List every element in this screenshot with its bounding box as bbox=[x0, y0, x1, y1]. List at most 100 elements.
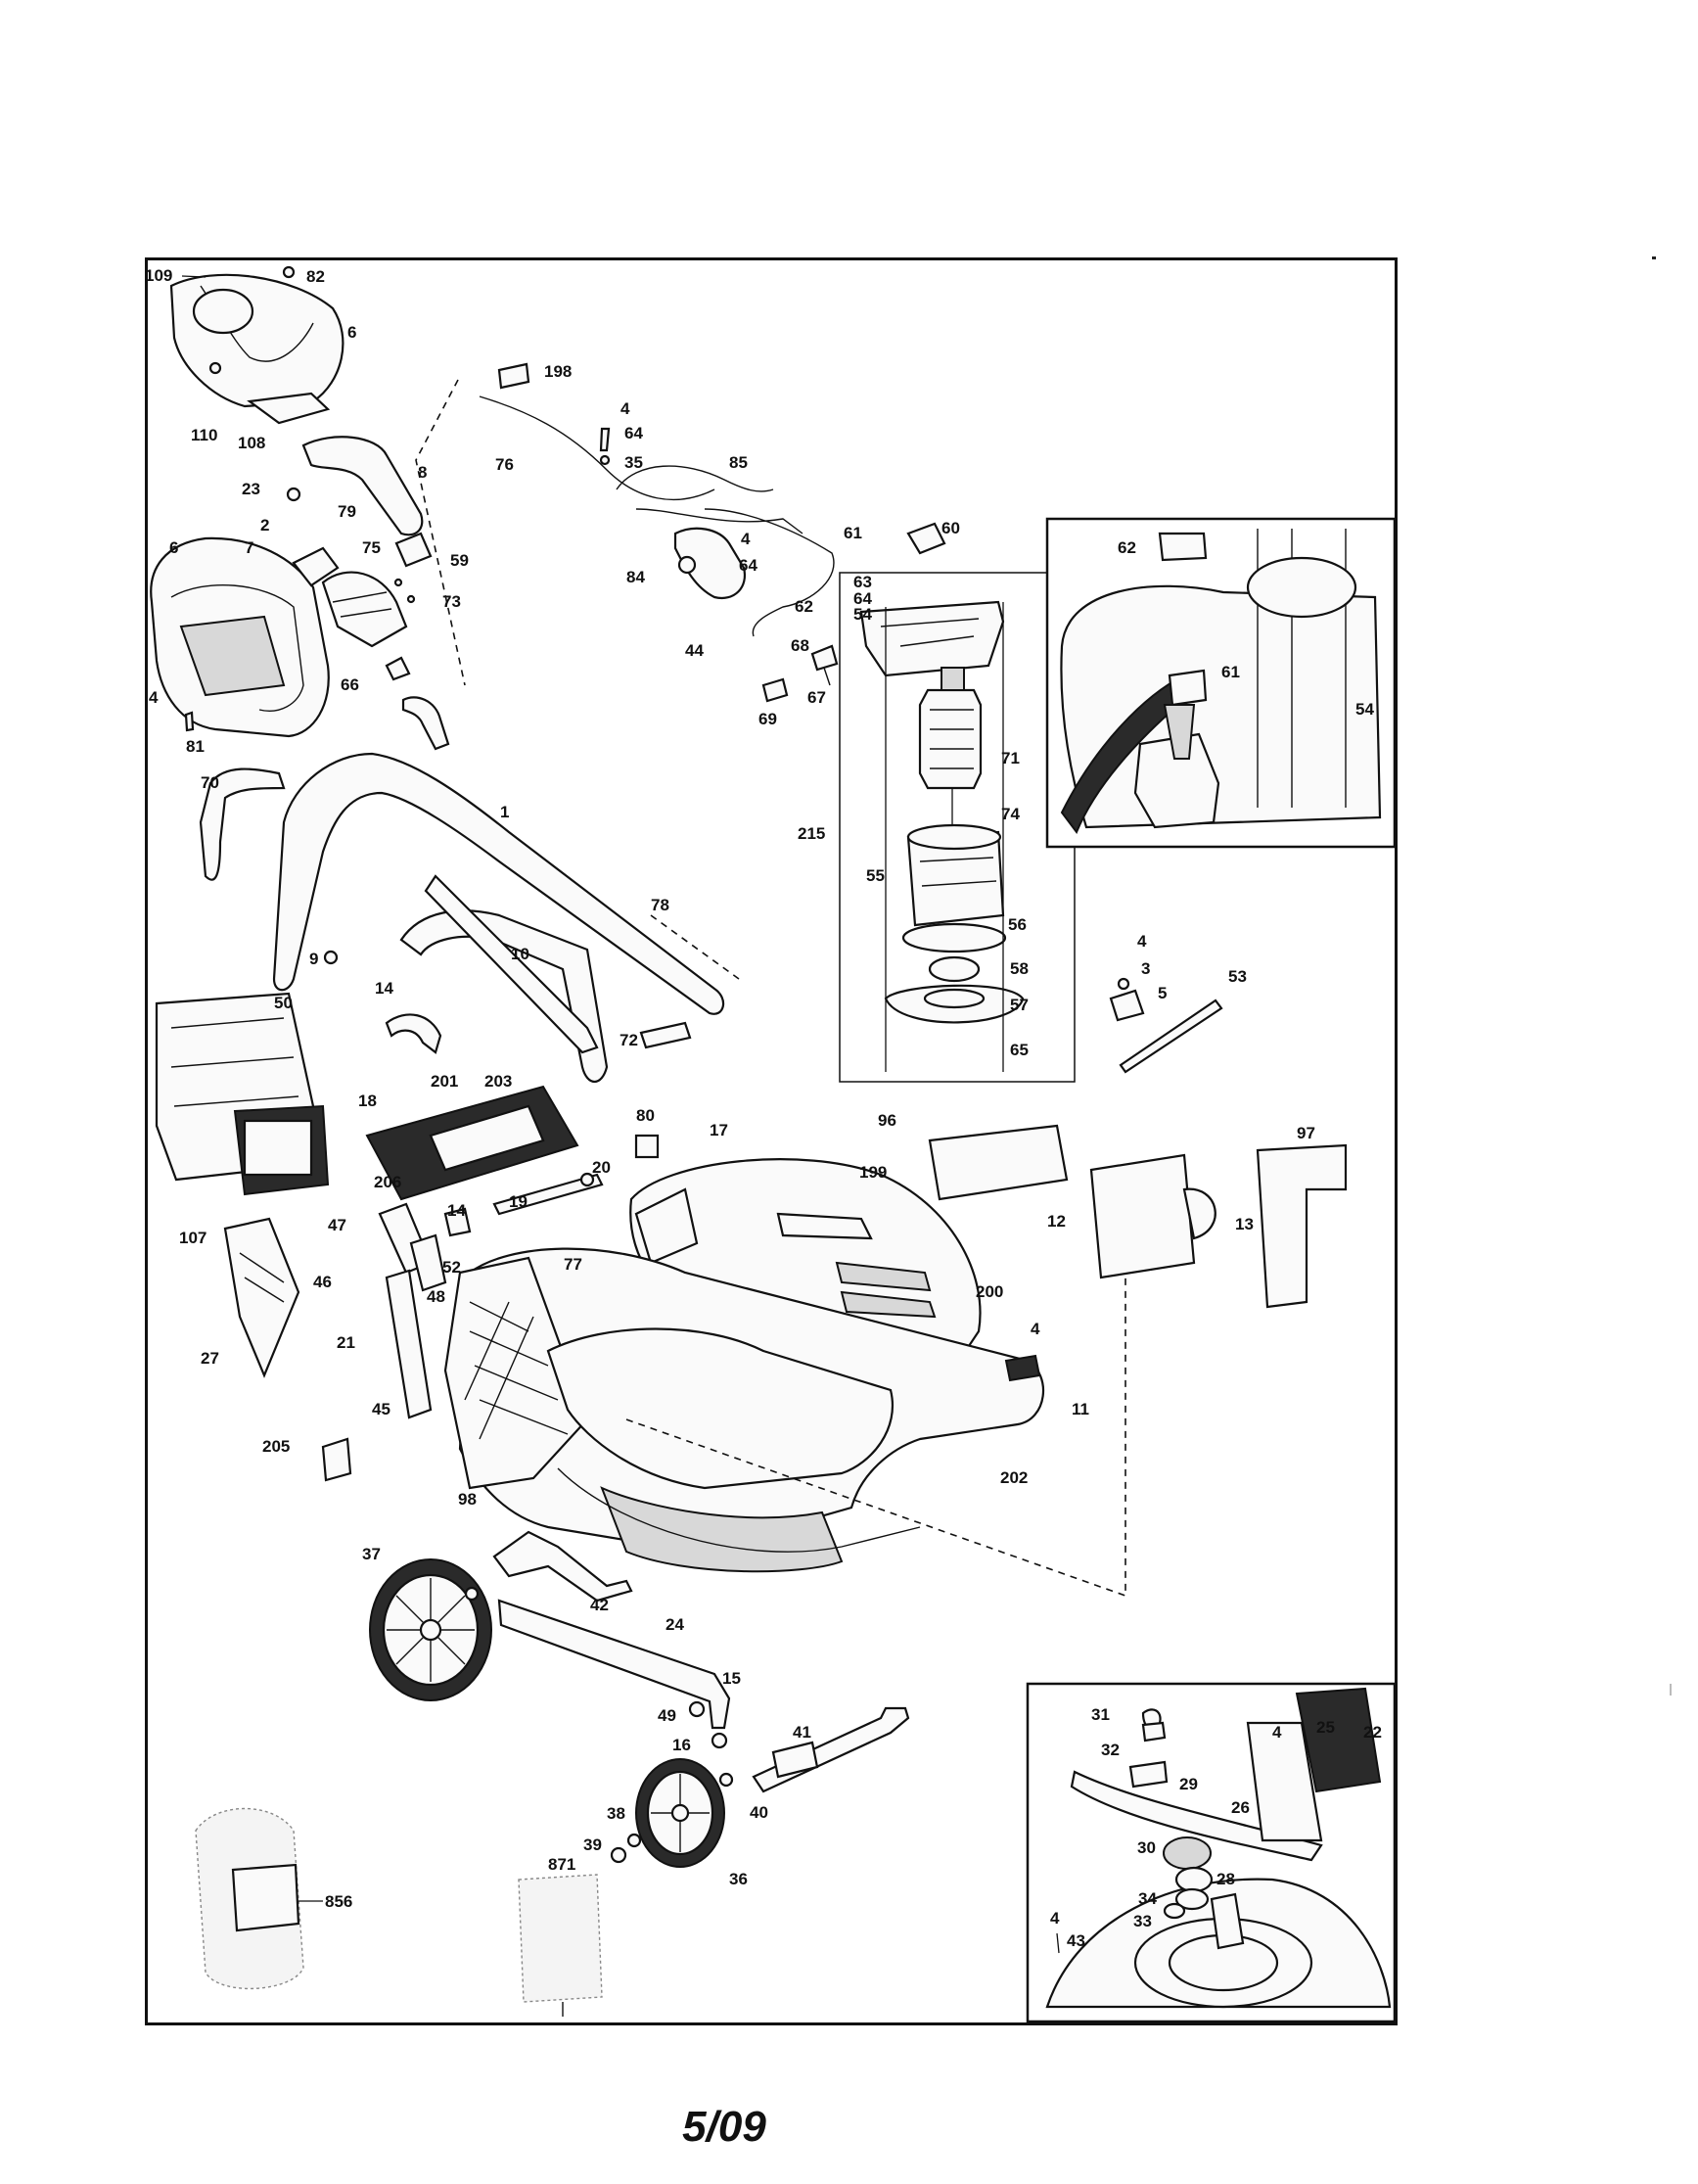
cord-clip-3-4-5 bbox=[1109, 977, 1145, 1022]
airflow-part-80 bbox=[634, 1134, 660, 1159]
callout-label: 6 bbox=[347, 323, 356, 342]
callout-label: 12 bbox=[1047, 1212, 1066, 1231]
callout-label: 31 bbox=[1091, 1705, 1110, 1724]
callout-label: 67 bbox=[807, 688, 826, 707]
callout-label: 38 bbox=[607, 1804, 625, 1823]
callout-label: 46 bbox=[313, 1273, 332, 1291]
callout-label: 56 bbox=[1008, 915, 1027, 934]
callout-label: 42 bbox=[590, 1596, 609, 1614]
callout-label: 84 bbox=[626, 568, 645, 586]
callout-label: 206 bbox=[374, 1173, 401, 1191]
wire-harness bbox=[479, 362, 835, 637]
callout-label: 4 bbox=[149, 688, 159, 707]
callout-label: 203 bbox=[484, 1072, 512, 1091]
callout-label: 47 bbox=[328, 1216, 346, 1234]
callout-label: 76 bbox=[495, 455, 514, 474]
callout-label: 32 bbox=[1101, 1741, 1120, 1759]
switch-box-2-7 bbox=[292, 546, 408, 648]
callout-label: 202 bbox=[1000, 1468, 1028, 1487]
callout-label: 64 bbox=[624, 424, 643, 442]
callout-label: 4 bbox=[1137, 932, 1147, 951]
callout-label: 871 bbox=[548, 1855, 575, 1874]
callout-label: 14 bbox=[447, 1201, 466, 1220]
callout-label: 8 bbox=[418, 463, 427, 482]
callout-label: 26 bbox=[1231, 1798, 1250, 1817]
callout-label: 57 bbox=[1010, 996, 1029, 1014]
callout-label: 30 bbox=[1137, 1838, 1156, 1857]
callout-label: 4 bbox=[1031, 1320, 1040, 1338]
callout-label: 85 bbox=[729, 453, 748, 472]
callout-label: 13 bbox=[1235, 1215, 1254, 1233]
callout-label: 61 bbox=[844, 524, 862, 542]
callout-label: 41 bbox=[793, 1723, 811, 1742]
rear-housing-6 bbox=[150, 536, 330, 738]
front-axle-15 bbox=[497, 1599, 731, 1749]
callout-label: 200 bbox=[976, 1282, 1003, 1301]
callout-label: 61 bbox=[1221, 663, 1240, 681]
callout-label: 64 bbox=[853, 589, 872, 608]
callout-label: 27 bbox=[201, 1349, 219, 1368]
height-adjusters-45-46-47-48 bbox=[378, 1202, 447, 1419]
callout-label: 69 bbox=[758, 710, 777, 728]
callout-label: 215 bbox=[798, 824, 825, 843]
callout-label: 24 bbox=[665, 1615, 684, 1634]
callout-label: 19 bbox=[509, 1192, 528, 1211]
callout-label: 68 bbox=[791, 636, 809, 655]
callout-label: 59 bbox=[450, 551, 469, 570]
callout-label: 97 bbox=[1297, 1124, 1315, 1142]
callout-label: 79 bbox=[338, 502, 356, 521]
callout-label: 39 bbox=[583, 1835, 602, 1854]
callout-label: 36 bbox=[729, 1870, 748, 1888]
callout-label: 82 bbox=[306, 267, 325, 286]
callout-label: 4 bbox=[1050, 1909, 1060, 1928]
callout-label: 16 bbox=[672, 1736, 691, 1754]
callout-label: 58 bbox=[1010, 959, 1029, 978]
callout-label: 49 bbox=[658, 1706, 676, 1725]
callout-label: 14 bbox=[375, 979, 393, 998]
callout-label: 70 bbox=[201, 773, 219, 792]
callout-label: 856 bbox=[325, 1892, 352, 1911]
inset-blade-detail bbox=[1026, 1682, 1397, 2023]
callout-label: 62 bbox=[1118, 538, 1136, 557]
bag-accessory-856 bbox=[195, 1807, 304, 1990]
callout-label: 20 bbox=[592, 1158, 611, 1177]
callout-label: 11 bbox=[1072, 1400, 1089, 1418]
callout-label: 15 bbox=[722, 1669, 741, 1688]
diagram-frame bbox=[145, 257, 1398, 2025]
handle-bracket-8 bbox=[301, 436, 433, 568]
stator-55 bbox=[906, 823, 1005, 927]
callout-label: 4 bbox=[741, 530, 751, 548]
callout-label: 45 bbox=[372, 1400, 390, 1418]
callout-label: 55 bbox=[866, 866, 885, 885]
callout-label: 17 bbox=[710, 1121, 728, 1139]
callout-label: 75 bbox=[362, 538, 381, 557]
callout-label: 108 bbox=[238, 434, 265, 452]
callout-label: 43 bbox=[1067, 1931, 1085, 1950]
callout-label: 52 bbox=[442, 1258, 461, 1277]
callout-label: 96 bbox=[878, 1111, 896, 1130]
callout-label: 2 bbox=[260, 516, 269, 534]
callout-label: 23 bbox=[242, 480, 260, 498]
chassis-deck-11-24 bbox=[443, 1247, 1045, 1573]
callout-label: 4 bbox=[1272, 1723, 1282, 1742]
callout-label: 25 bbox=[1316, 1718, 1335, 1737]
callout-label: 21 bbox=[337, 1333, 355, 1352]
grass-bag-50 bbox=[155, 992, 330, 1196]
callout-label: 60 bbox=[941, 519, 960, 537]
callout-label: 34 bbox=[1138, 1889, 1157, 1908]
top-cover-assembly bbox=[169, 273, 344, 425]
callout-label: 201 bbox=[431, 1072, 458, 1091]
capacitor-12-13 bbox=[1089, 1153, 1216, 1279]
callout-labels: 109 82 6 110 108 8 23 79 59 2 7 75 73 6 … bbox=[145, 265, 1382, 1950]
callout-label: 199 bbox=[859, 1163, 887, 1182]
motor-end-plates bbox=[884, 602, 1025, 1072]
callout-label: 73 bbox=[442, 592, 461, 611]
callout-label: 72 bbox=[620, 1031, 638, 1049]
deflector-27-107 bbox=[223, 1217, 300, 1378]
callout-label: 4 bbox=[620, 399, 630, 418]
rear-axle-42 bbox=[492, 1530, 633, 1603]
axle-rod-53 bbox=[1119, 999, 1223, 1074]
callout-label: 66 bbox=[341, 675, 359, 694]
motor-brush-holder bbox=[859, 522, 1005, 677]
callout-label: 9 bbox=[309, 950, 318, 968]
